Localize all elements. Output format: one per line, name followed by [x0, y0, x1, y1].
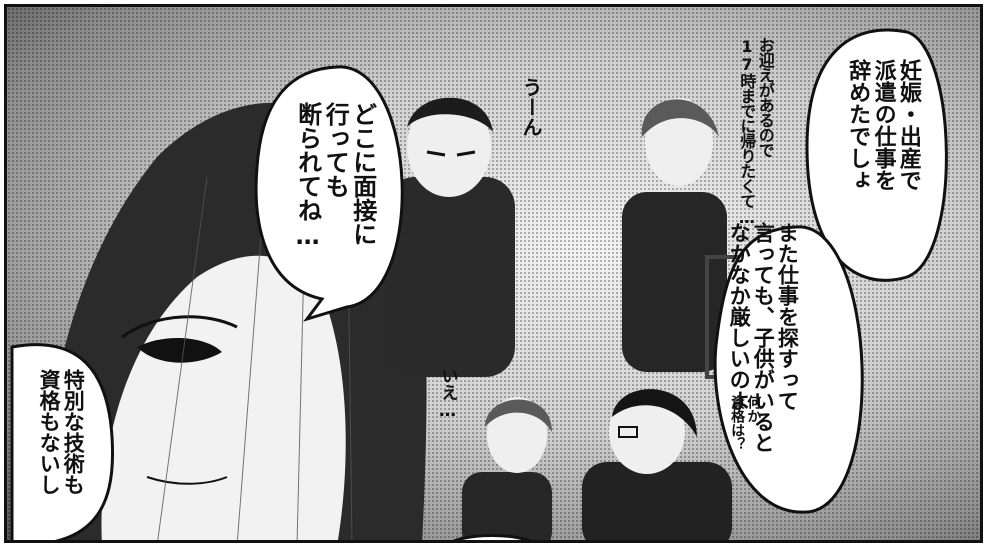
glasses-man-head: [609, 390, 685, 474]
small-reply: いえ…: [437, 367, 458, 421]
speech-center: どこに面接に 行っても 断られてね…: [293, 102, 377, 250]
glasses-man-body: [582, 462, 732, 540]
standing-man-head: [407, 97, 491, 197]
small-woman-body: [462, 472, 552, 540]
standing-man-body: [385, 177, 515, 377]
handwritten-note: お迎えがあるので 17時までに帰りたくて…: [737, 37, 775, 226]
sfx-hmm: うーん: [519, 77, 543, 137]
foreground-woman-face: [101, 255, 346, 540]
small-question: 何か 資格は？: [729, 395, 762, 451]
foreground-woman-eye: [137, 337, 222, 363]
seated-woman-body: [622, 192, 727, 372]
bubble-right-lower: [713, 225, 864, 514]
bubble-right-upper: [805, 28, 948, 282]
bubble-left-bottom: [10, 343, 115, 540]
speech-left-bottom: 特別な技術も 資格もないし: [37, 369, 86, 495]
speech-right-lower: また仕事を探すって 言っても、子供がいると なかなか厳しいのよ: [727, 222, 800, 453]
speech-right-upper: 妊娠・出産で 派遣の仕事を 辞めたでしょ: [845, 59, 921, 191]
manga-artwork: [10, 28, 948, 540]
small-woman-head: [487, 397, 547, 473]
bubble-center: [254, 65, 404, 322]
manga-panel: 妊娠・出産で 派遣の仕事を 辞めたでしょ また仕事を探すって 言っても、子供がい…: [4, 4, 983, 543]
bubble-bottom-cut: [453, 534, 531, 540]
